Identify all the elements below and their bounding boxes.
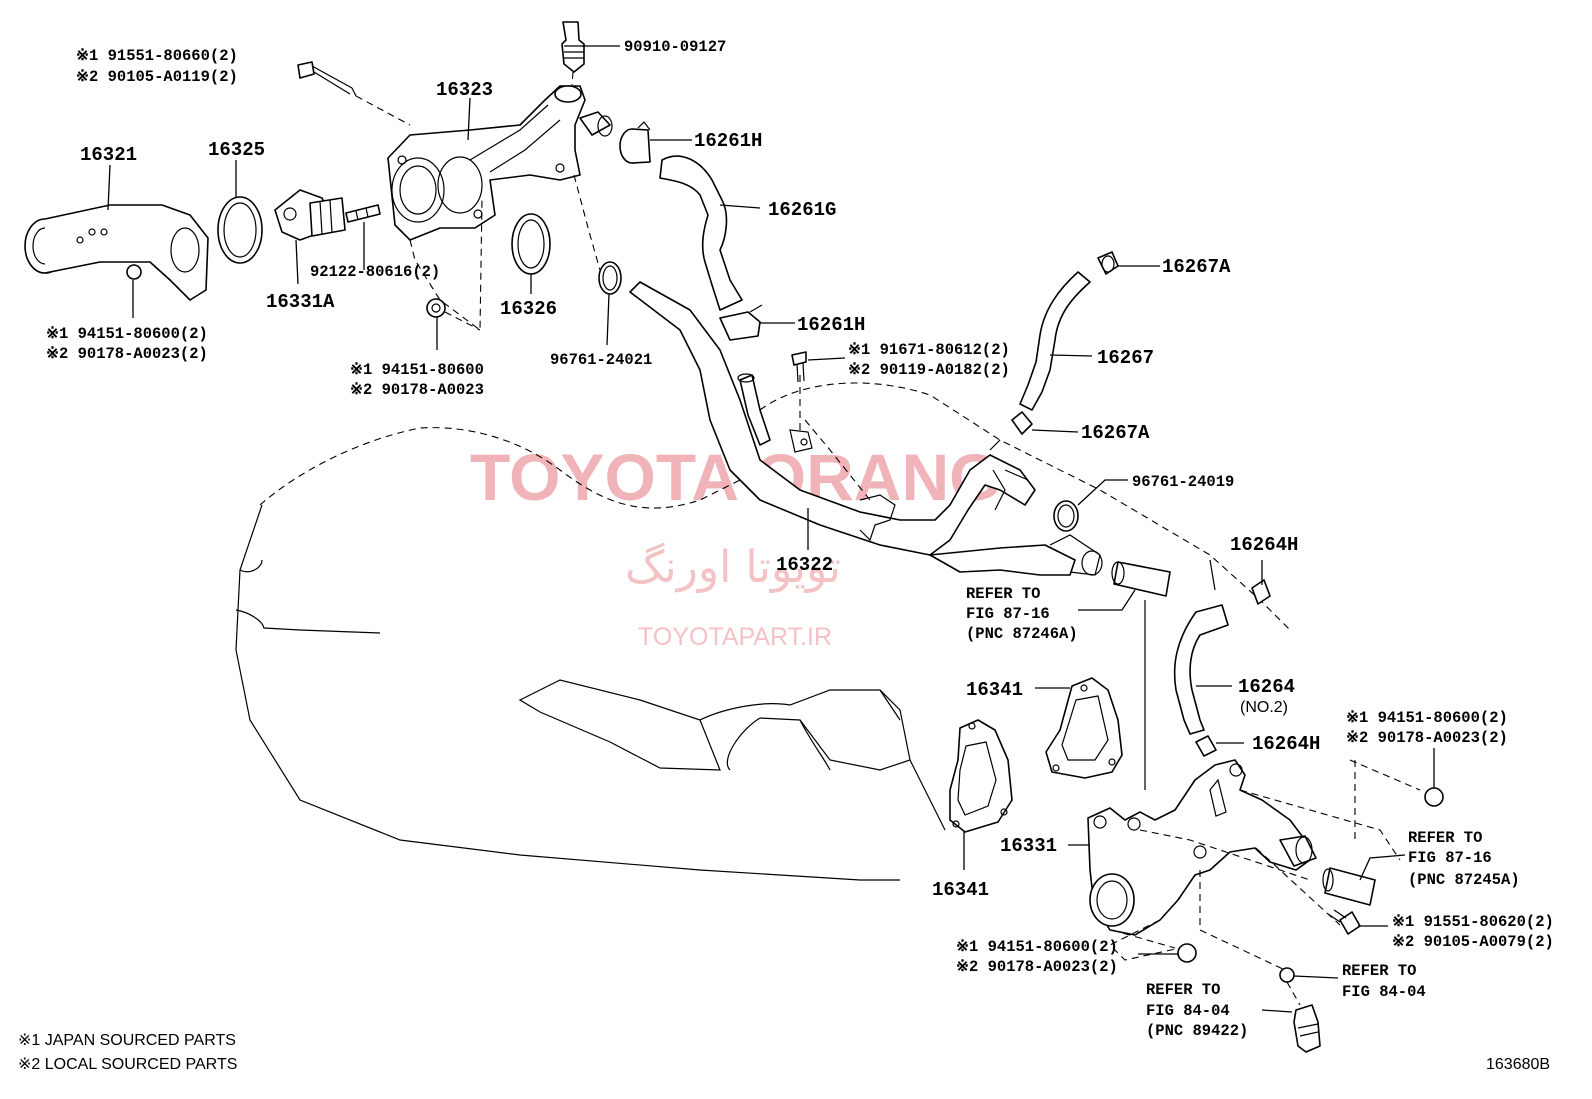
label-16325: 16325 bbox=[208, 139, 265, 161]
label-16331a: 16331A bbox=[266, 291, 335, 313]
clamp-16261h-top bbox=[619, 121, 651, 164]
label-refer-84-04-b-2: FIG 84-04 bbox=[1342, 983, 1426, 1001]
label-16261h-a: 16261H bbox=[694, 130, 762, 152]
label-nut-bottom-2: ※2 90178-A0023(2) bbox=[956, 958, 1118, 976]
label-16267a-a: 16267A bbox=[1162, 256, 1231, 278]
label-refer-87246a-1: REFER TO bbox=[966, 585, 1040, 603]
label-bolt-top-2: ※2 90105-A0119(2) bbox=[76, 68, 238, 86]
label-16261h-b: 16261H bbox=[797, 314, 865, 336]
label-16264-sub: (NO.2) bbox=[1240, 699, 1288, 716]
label-16322: 16322 bbox=[776, 554, 833, 576]
label-bolt-mid-2: ※2 90119-A0182(2) bbox=[848, 361, 1010, 379]
label-refer-89422-2: FIG 84-04 bbox=[1146, 1002, 1230, 1020]
part-labels: 16323 16321 16325 16331A 16326 ※1 91551-… bbox=[46, 38, 1554, 1040]
label-nut-left-2: ※2 90178-A0023(2) bbox=[46, 345, 208, 363]
nut-mid-left-hole bbox=[431, 303, 441, 313]
clamp-16261h-mid bbox=[719, 304, 763, 341]
label-16267: 16267 bbox=[1097, 347, 1154, 369]
label-nut-bottom-1: ※1 94151-80600(2) bbox=[956, 938, 1118, 956]
gasket-16341-lower bbox=[949, 719, 1013, 833]
label-bolt-mid-1: ※1 91671-80612(2) bbox=[848, 341, 1010, 359]
figure-code: 163680B bbox=[1486, 1056, 1550, 1073]
label-16267a-b: 16267A bbox=[1081, 422, 1150, 444]
label-refer-87245a-1: REFER TO bbox=[1408, 829, 1482, 847]
label-16264h-b: 16264H bbox=[1252, 733, 1320, 755]
label-bolt-right-1: ※1 91551-80620(2) bbox=[1392, 913, 1554, 931]
nut-bottom bbox=[1177, 943, 1197, 963]
hose-end-87246a bbox=[1111, 561, 1171, 597]
label-refer-87245a-2: FIG 87-16 bbox=[1408, 849, 1492, 867]
hose-16267 bbox=[1019, 271, 1091, 411]
water-inlet-16321 bbox=[24, 204, 209, 301]
label-refer-89422-1: REFER TO bbox=[1146, 981, 1220, 999]
label-bolt-top-1: ※1 91551-80660(2) bbox=[76, 47, 238, 65]
engine-outline bbox=[235, 382, 1291, 881]
label-nut-right-1: ※1 94151-80600(2) bbox=[1346, 709, 1508, 727]
label-16331: 16331 bbox=[1000, 835, 1057, 857]
label-nut-mid-1: ※1 94151-80600 bbox=[350, 361, 484, 379]
label-16261g: 16261G bbox=[768, 199, 836, 221]
label-nut-mid-2: ※2 90178-A0023 bbox=[350, 381, 484, 399]
clamp-16267a-top bbox=[1097, 251, 1119, 275]
label-16264h-a: 16264H bbox=[1230, 534, 1298, 556]
nut-mid-left-guide bbox=[444, 311, 481, 331]
hose-16264 bbox=[1173, 604, 1229, 735]
watermark-persian: تویوتا اورنگ bbox=[625, 542, 841, 593]
label-gasket-a: 96761-24021 bbox=[550, 351, 652, 369]
oring-96761-24019 bbox=[1053, 500, 1079, 532]
label-16341-b: 16341 bbox=[932, 879, 989, 901]
hose-16261g bbox=[659, 155, 743, 311]
label-sensor-top: 90910-09127 bbox=[624, 38, 726, 56]
stud-92122 bbox=[345, 204, 381, 223]
clamp-16264h-bottom bbox=[1195, 735, 1217, 757]
label-nut-left-1: ※1 94151-80600(2) bbox=[46, 325, 208, 343]
gasket-16325 bbox=[217, 196, 263, 264]
sensor-89422 bbox=[1286, 981, 1321, 1053]
nut-mid-left bbox=[426, 298, 446, 318]
label-16264: 16264 bbox=[1238, 676, 1295, 698]
gasket-16341-upper bbox=[1045, 677, 1123, 779]
housing-16323 bbox=[387, 85, 613, 332]
nut-sensor bbox=[1279, 967, 1295, 983]
label-refer-87246a-3: (PNC 87246A) bbox=[966, 625, 1078, 643]
legend: ※1 JAPAN SOURCED PARTS ※2 LOCAL SOURCED … bbox=[18, 1032, 237, 1073]
label-refer-89422-3: (PNC 89422) bbox=[1146, 1022, 1248, 1040]
label-refer-87245a-3: (PNC 87245A) bbox=[1408, 871, 1520, 889]
leader-lines bbox=[107, 45, 1435, 1013]
legend-local: ※2 LOCAL SOURCED PARTS bbox=[18, 1056, 237, 1073]
pipe-16322 bbox=[629, 281, 1103, 576]
watermark-site: TOYOTAPART.IR bbox=[638, 623, 832, 651]
label-refer-87246a-2: FIG 87-16 bbox=[966, 605, 1050, 623]
bolt-right bbox=[1327, 909, 1361, 935]
label-16326: 16326 bbox=[500, 298, 557, 320]
bolt-top-left bbox=[297, 61, 411, 126]
gasket-16326 bbox=[511, 213, 551, 275]
thermostat-16331a bbox=[274, 189, 346, 241]
oring-96761-24021 bbox=[598, 261, 622, 295]
label-16323: 16323 bbox=[436, 79, 493, 101]
hose-end-87245a bbox=[1322, 867, 1376, 906]
sensor-90910 bbox=[561, 21, 585, 86]
label-stud: 92122-80616(2) bbox=[310, 263, 440, 281]
label-refer-84-04-b-1: REFER TO bbox=[1342, 962, 1416, 980]
label-gasket-b: 96761-24019 bbox=[1132, 473, 1234, 491]
clamp-16267a-bottom bbox=[1011, 411, 1033, 435]
label-16341-a: 16341 bbox=[966, 679, 1023, 701]
bolt-mid bbox=[791, 351, 807, 383]
outlet-16331 bbox=[1087, 759, 1421, 971]
legend-japan: ※1 JAPAN SOURCED PARTS bbox=[18, 1032, 236, 1049]
nut-right-top bbox=[1424, 787, 1444, 807]
label-nut-right-2: ※2 90178-A0023(2) bbox=[1346, 729, 1508, 747]
label-bolt-right-2: ※2 90105-A0079(2) bbox=[1392, 933, 1554, 951]
label-16321: 16321 bbox=[80, 144, 137, 166]
clamp-16264h-top bbox=[1251, 579, 1271, 605]
